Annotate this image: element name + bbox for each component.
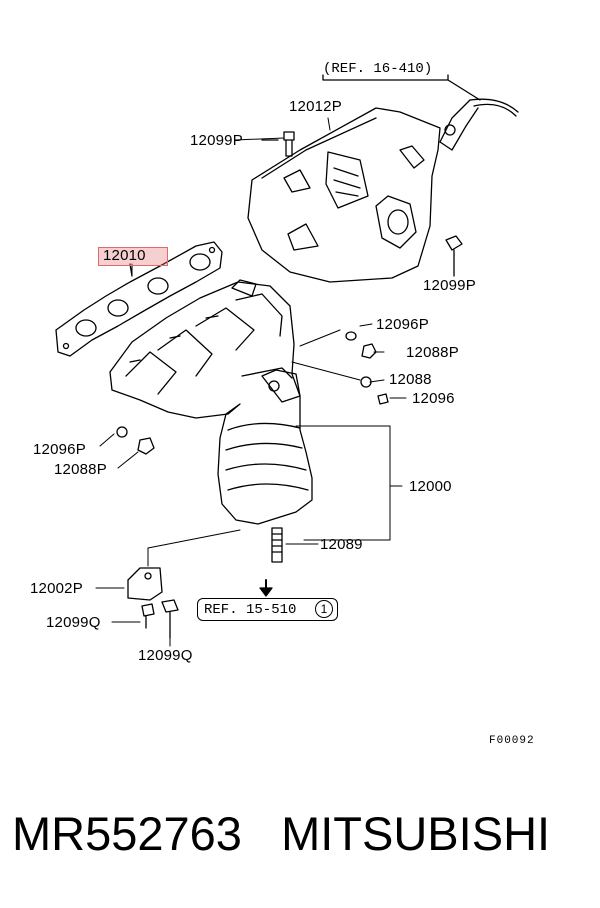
ref-15-510-label: REF. 15-510 — [204, 602, 297, 618]
nut-12088P-left — [137, 437, 155, 455]
leader-lines — [95, 117, 455, 647]
label-12096: 12096 — [412, 390, 455, 407]
label-12088P-left: 12088P — [54, 461, 107, 478]
label-12088: 12088 — [389, 371, 432, 388]
label-12088P-right: 12088P — [406, 344, 459, 361]
bolt-12099Q-left — [141, 603, 155, 629]
nut-12088P-right — [361, 343, 377, 359]
exhaust-gasket-12010 — [55, 241, 223, 357]
label-12002P: 12002P — [30, 580, 83, 597]
label-12000: 12000 — [409, 478, 452, 495]
ref-circle-number: 1 — [315, 600, 333, 618]
figure-id: F00092 — [489, 735, 535, 747]
oxygen-sensor — [322, 74, 519, 151]
stud-12089 — [271, 527, 283, 563]
ref-16-410-label: (REF. 16-410) — [323, 61, 433, 77]
down-arrow-icon — [259, 579, 273, 597]
nut-12096P-right — [345, 331, 357, 341]
label-12010[interactable]: 12010 — [103, 247, 146, 264]
label-12099P-top: 12099P — [190, 132, 243, 149]
label-12012P: 12012P — [289, 98, 342, 115]
highlight-12010 — [98, 247, 168, 266]
bracket-12002P — [127, 567, 163, 601]
label-12099Q-left: 12099Q — [46, 614, 101, 631]
nut-12096-right — [377, 393, 389, 405]
bolt-12099Q-bottom — [161, 599, 179, 639]
nut-12096P-left — [116, 426, 128, 438]
bolt-12099P-top — [261, 131, 295, 157]
heat-shield-12012P — [247, 107, 441, 283]
ref-15-510-box: REF. 15-510 1 — [197, 598, 338, 621]
label-12099P-right: 12099P — [423, 277, 476, 294]
label-12096P-left: 12096P — [33, 441, 86, 458]
label-12096P-right: 12096P — [376, 316, 429, 333]
label-12099Q-bottom: 12099Q — [138, 647, 193, 664]
label-12089: 12089 — [320, 536, 363, 553]
part-number-brand: MR552763 MITSUBISHI — [12, 807, 551, 860]
exhaust-manifold-12000 — [109, 279, 313, 525]
